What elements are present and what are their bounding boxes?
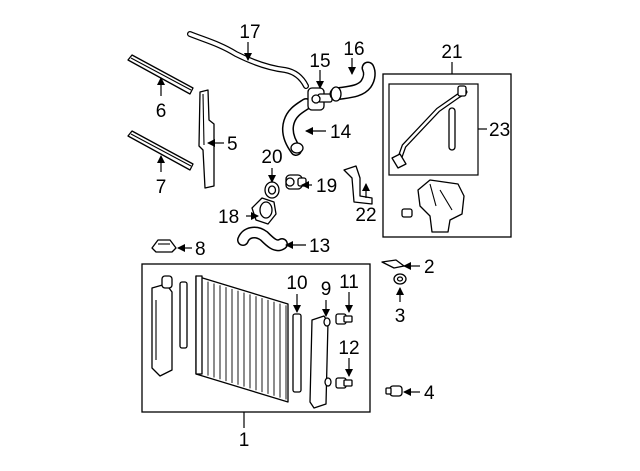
drain-plug [385, 385, 403, 397]
hose-connector [307, 87, 333, 111]
callout-10: 10 [286, 273, 307, 294]
water-outlet [251, 197, 277, 225]
callout-13: 13 [309, 236, 330, 257]
side-baffle [198, 89, 215, 189]
callout-4: 4 [424, 383, 435, 404]
callout-12: 12 [338, 338, 359, 359]
radiator-cap [151, 239, 177, 253]
gasket [264, 181, 280, 199]
callout-16: 16 [343, 39, 364, 60]
callout-11: 11 [339, 272, 359, 293]
callout-2: 2 [424, 257, 435, 278]
callout-6: 6 [156, 101, 167, 122]
callout-1: 1 [239, 430, 250, 451]
thermostat-housing [285, 174, 307, 190]
callout-15: 15 [309, 51, 330, 72]
reservoir-hose [391, 85, 468, 169]
callout-23: 23 [489, 120, 510, 141]
callout-17: 17 [239, 22, 260, 43]
callout-22: 22 [355, 205, 376, 226]
callout-3: 3 [395, 306, 406, 327]
lower-seal [127, 130, 194, 171]
reservoir-tank [401, 179, 465, 233]
hose-bracket [343, 165, 373, 205]
callout-8: 8 [195, 239, 206, 260]
callout-21: 21 [441, 42, 462, 63]
grommet [393, 273, 407, 285]
reservoir-assembly-box [382, 73, 512, 238]
upper-seal [127, 54, 194, 95]
clip [381, 259, 405, 269]
callout-14: 14 [330, 122, 352, 143]
callout-9: 9 [321, 279, 332, 300]
callout-7: 7 [156, 177, 167, 198]
radiator-assembly-box [141, 263, 371, 413]
radiator [151, 275, 353, 409]
callouts: 1 2 3 4 5 6 7 8 9 10 11 12 13 14 15 16 1… [156, 22, 510, 451]
callout-20: 20 [261, 147, 282, 168]
leader-lines [157, 42, 487, 428]
callout-19: 19 [316, 176, 337, 197]
callout-5: 5 [227, 134, 238, 155]
callout-18: 18 [218, 207, 239, 228]
